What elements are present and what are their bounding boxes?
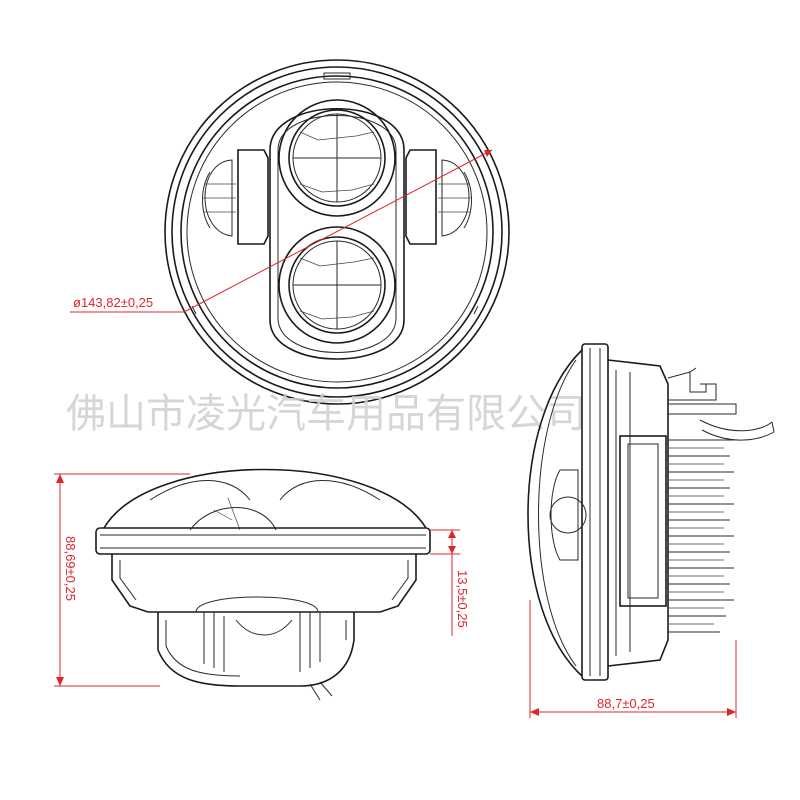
lens-edge [186, 81, 488, 383]
right-drl-pod [405, 149, 472, 245]
front-elevation-view: 88,69±0,25 13,5±0,25 [54, 468, 470, 701]
flange [95, 527, 431, 555]
side-housing-body [607, 359, 669, 667]
diameter-dimension-line [183, 149, 493, 313]
heat-sink-rear [157, 612, 355, 687]
side-view: 88,7±0,25 [527, 343, 775, 718]
cable [699, 419, 773, 432]
heat-sink-fins [668, 439, 734, 633]
left-drl-pod [202, 149, 269, 245]
lens-dome [103, 468, 427, 529]
watermark-text: 佛山市凌光汽车用品有限公司 [66, 391, 586, 437]
side-depth-label: 88,7±0,25 [597, 696, 655, 711]
flange-height-label: 13,5±0,25 [455, 570, 470, 628]
side-lens-dome [527, 349, 583, 677]
rim-inner [171, 66, 503, 398]
diameter-label: ø143,82±0,25 [73, 295, 153, 310]
lower-projector [278, 226, 396, 344]
bezel [180, 75, 494, 389]
front-height-label: 88,69±0,25 [63, 536, 78, 601]
front-view: ø143,82±0,25 [70, 59, 510, 405]
upper-projector [278, 99, 396, 217]
side-flange [581, 343, 609, 681]
housing-body [111, 554, 417, 613]
outer-rim [164, 59, 510, 405]
center-housing [269, 107, 405, 360]
